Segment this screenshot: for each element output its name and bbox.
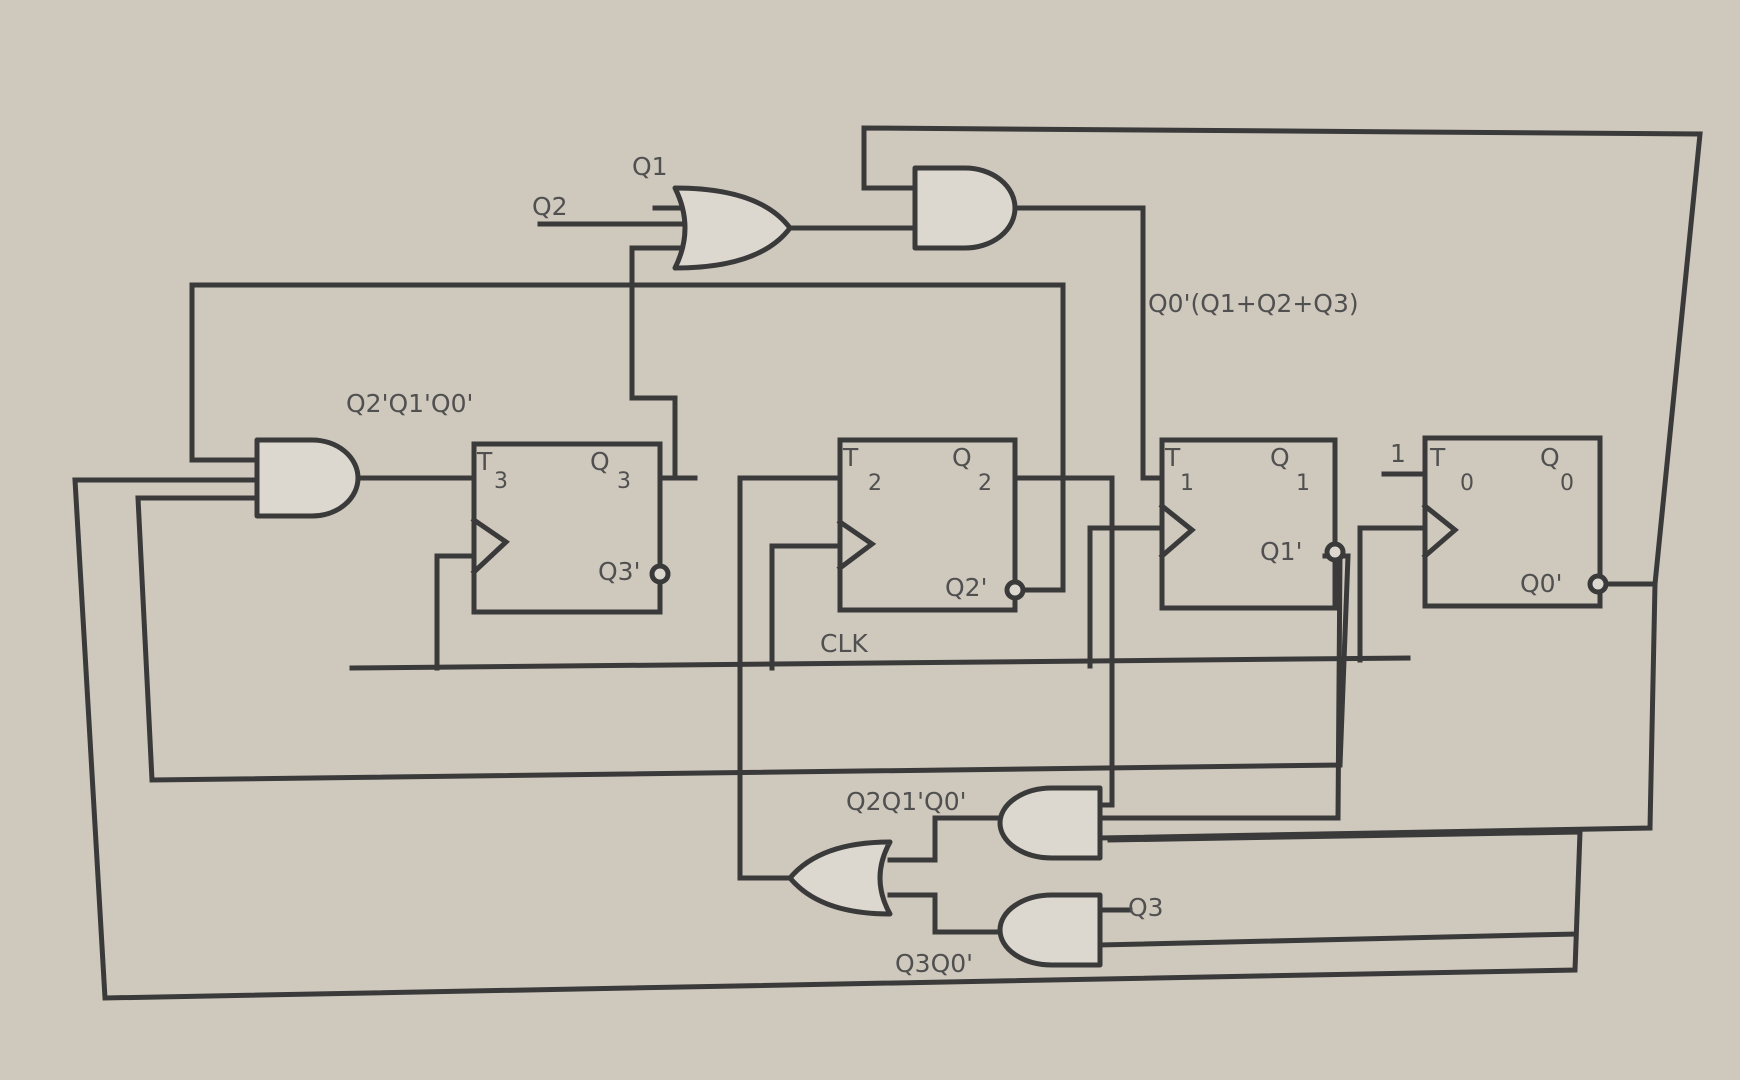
ff1-inverter-bubble <box>1324 541 1346 563</box>
ff0-box <box>1422 435 1603 609</box>
flipflop-3 <box>470 441 671 615</box>
wire-clk-ff3 <box>434 553 477 671</box>
or-gate-top <box>672 185 793 271</box>
ff3-t-label: T <box>476 447 493 476</box>
ff3-box <box>471 441 663 615</box>
ff2-clock-triangle <box>836 518 877 572</box>
ff2-t-sub: 2 <box>868 471 882 496</box>
ff1-qn-label: Q1' <box>1260 537 1302 566</box>
ff2-t-label: T <box>842 443 859 472</box>
ff0-t-sub: 0 <box>1460 471 1474 496</box>
wire-q2-to-lower-and <box>1012 475 1115 808</box>
ff1-t-sub: 1 <box>1180 471 1194 496</box>
ff3-clock-triangle <box>470 516 510 576</box>
gates <box>254 165 1103 968</box>
ff0-q-sub: 0 <box>1560 471 1574 496</box>
wire-and-b-to-or <box>887 892 1005 935</box>
ff2-inverter-bubble <box>1004 579 1026 601</box>
ff1-q-label: Q <box>1270 443 1290 472</box>
label-q2-q1n-q0n: Q2Q1'Q0' <box>846 787 967 816</box>
label-q3-input: Q3 <box>1128 893 1164 922</box>
ff0-qn-label: Q0' <box>1520 569 1562 598</box>
wire-q0n-to-and3-loop <box>72 477 1583 1001</box>
labels: Q1 Q2 Q0'(Q1+Q2+Q3) Q2'Q1'Q0' CLK 1 Q2Q1… <box>346 152 1574 978</box>
wire-and-a-to-or <box>887 815 1005 863</box>
ff3-t-sub: 3 <box>494 469 508 494</box>
flipflop-1 <box>1158 437 1346 611</box>
wire-lower-or-to-t2 <box>737 475 843 881</box>
and-gate-q2n-q1n-q0n <box>254 437 361 519</box>
label-q0-expression: Q0'(Q1+Q2+Q3) <box>1148 289 1359 318</box>
wire-clk-ff1 <box>1087 525 1165 669</box>
ff1-t-label: T <box>1164 443 1181 472</box>
label-q3-q0n: Q3Q0' <box>895 949 973 978</box>
ff0-q-label: Q <box>1540 443 1560 472</box>
and-gate-q2-q1n-q0n <box>997 785 1103 861</box>
or-gate-lower <box>787 839 893 917</box>
wire-q0n-to-lower-and <box>1097 581 1658 841</box>
wires <box>72 125 1703 1001</box>
ff3-q-sub: 3 <box>617 469 631 494</box>
and-gate-q3-q0n <box>997 892 1103 968</box>
ff2-qn-label: Q2' <box>945 573 987 602</box>
label-q2n-q1n-q0n: Q2'Q1'Q0' <box>346 389 473 418</box>
label-clk: CLK <box>820 629 868 658</box>
and-gate-top <box>912 165 1018 251</box>
wire-q3-to-or <box>629 245 693 481</box>
ff0-clock-triangle <box>1421 502 1459 560</box>
flipflop-0 <box>1421 435 1609 609</box>
wire-and-to-t1 <box>1012 205 1165 481</box>
ff3-inverter-bubble <box>649 563 671 585</box>
wire-q2n-to-and3 <box>189 282 1066 593</box>
ff0-inverter-bubble <box>1587 573 1609 595</box>
label-one: 1 <box>1390 439 1406 468</box>
ff3-qn-label: Q3' <box>598 557 640 586</box>
wire-clk-ff0 <box>1357 525 1428 663</box>
wire-q0n-to-and-b <box>1097 931 1578 948</box>
ff1-q-sub: 1 <box>1296 471 1310 496</box>
ff0-t-label: T <box>1429 443 1446 472</box>
label-q2: Q2 <box>532 192 568 221</box>
ff1-box <box>1159 437 1338 611</box>
label-q1: Q1 <box>632 152 668 181</box>
wire-clk-bus <box>349 655 1411 671</box>
ff3-q-label: Q <box>590 447 610 476</box>
ff2-q-sub: 2 <box>978 471 992 496</box>
wire-clk-ff2 <box>769 543 843 671</box>
ff1-clock-triangle <box>1158 502 1196 560</box>
flipflop-2 <box>836 437 1026 613</box>
ff2-q-label: Q <box>952 443 972 472</box>
